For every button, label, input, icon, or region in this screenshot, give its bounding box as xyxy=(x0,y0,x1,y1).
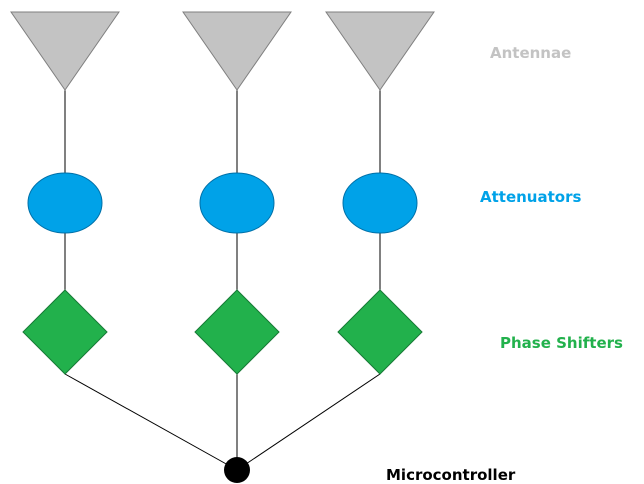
controller-link-line-1 xyxy=(64,373,238,471)
antenna-3 xyxy=(325,11,435,91)
microcontroller-node xyxy=(224,457,250,483)
attenuator-2 xyxy=(199,172,275,234)
phase-shifter-3 xyxy=(337,289,423,375)
phase-shifter-2 xyxy=(194,289,280,375)
attenuator-1 xyxy=(27,172,103,234)
antennae-label: Antennae xyxy=(490,44,571,62)
attenuators-label: Attenuators xyxy=(480,188,581,206)
antenna-1 xyxy=(10,11,120,91)
phase-shifter-1 xyxy=(22,289,108,375)
microcontroller-label: Microcontroller xyxy=(386,466,516,484)
attenuator-3 xyxy=(342,172,418,234)
antenna-2 xyxy=(182,11,292,91)
channels xyxy=(10,11,435,471)
controller-link-line-3 xyxy=(236,373,381,471)
phase-shifters-label: Phase Shifters xyxy=(500,334,623,352)
